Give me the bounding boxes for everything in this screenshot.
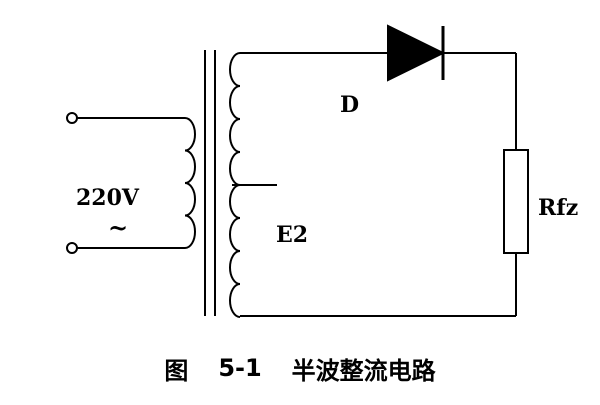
- input-ac-symbol: ~: [108, 213, 128, 242]
- primary-coil: [184, 117, 196, 249]
- caption-fig: 图: [164, 356, 189, 385]
- diode-symbol: [387, 24, 446, 82]
- input-voltage-label: 220V: [76, 185, 140, 211]
- figure-caption: 图 5-1 半波整流电路: [0, 348, 600, 388]
- diode-label: D: [340, 92, 359, 118]
- secondary-voltage-label: E2: [276, 222, 308, 248]
- caption-title: 半波整流电路: [291, 356, 436, 385]
- load-resistor: [503, 149, 529, 254]
- input-terminal-bottom: [66, 242, 78, 254]
- load-resistor-label: Rfz: [538, 195, 578, 221]
- input-terminal-top: [66, 112, 78, 124]
- caption-number: 5-1: [218, 354, 262, 382]
